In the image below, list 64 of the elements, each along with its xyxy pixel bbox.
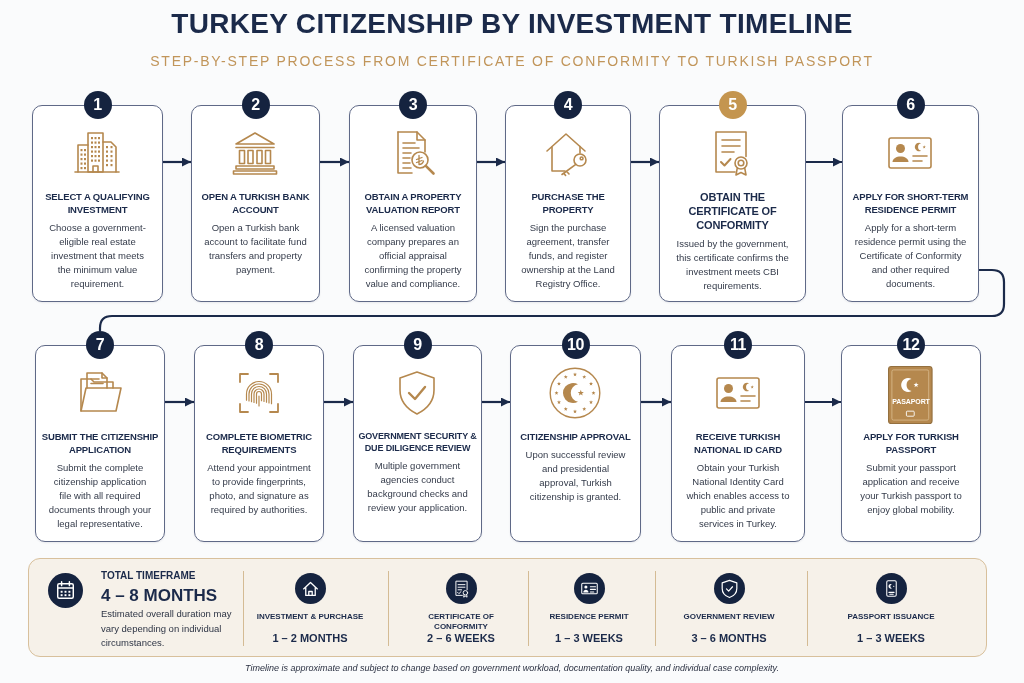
step-title: PURCHASE THE PROPERTY bbox=[530, 190, 606, 216]
phase-label: CERTIFICATE OF CONFORMITY bbox=[427, 612, 495, 631]
note-text: Estimated overall duration may vary depending on individual circumstances. bbox=[101, 607, 233, 650]
arrow bbox=[806, 157, 842, 167]
step-title: APPLY FOR TURKISH PASSPORT bbox=[862, 430, 960, 456]
arrow bbox=[165, 397, 194, 407]
step-title: GOVERNMENT SECURITY & DUE DILIGENCE REVIEW bbox=[358, 430, 477, 454]
step-title: OBTAIN A PROPERTY VALUATION REPORT bbox=[363, 190, 463, 216]
step-number-badge: 5 bbox=[718, 91, 747, 119]
step-number-badge: 4 bbox=[554, 91, 582, 119]
step-number-badge: 2 bbox=[241, 91, 270, 119]
title: TURKEY CITIZENSHIP BY INVESTMENT TIMELINE bbox=[171, 8, 853, 40]
step-description: Submit the complete citizenship application file with all required documents through your legal representative. bbox=[47, 461, 153, 531]
arrow bbox=[324, 397, 353, 407]
step-description: Choose a government-eligible real estate investment that meets the minimum value requirement. bbox=[48, 221, 147, 291]
phase-label: PASSPORT ISSUANCE bbox=[847, 612, 935, 622]
step-description: Apply for a short-term residence permit using the Certificate of Conformity and other required documents. bbox=[854, 221, 967, 291]
phase-duration: 1 – 2 MONTHS bbox=[272, 631, 348, 645]
phase-label: GOVERNMENT REVIEW bbox=[683, 612, 775, 622]
step-number-badge: 9 bbox=[403, 331, 432, 359]
phase-duration: 1 – 3 WEEKS bbox=[555, 631, 623, 645]
step-number-badge: 7 bbox=[86, 331, 114, 359]
arrow bbox=[482, 397, 510, 407]
arrow bbox=[163, 157, 191, 167]
arrow bbox=[320, 157, 349, 167]
step-title: SUBMIT THE CITIZENSHIP APPLICATION bbox=[40, 430, 160, 456]
step-number-badge: 12 bbox=[897, 331, 925, 359]
arrow bbox=[641, 397, 671, 407]
arrow bbox=[477, 157, 505, 167]
step-description: A licensed valuation company prepares an official appraisal confirming the property value and compliance. bbox=[363, 221, 463, 291]
step-description: Issued by the government, this certificate confirms the investment meets CBI requirements. bbox=[675, 237, 790, 293]
step-number-badge: 1 bbox=[83, 91, 112, 119]
arrow bbox=[631, 157, 659, 167]
step-description: Attend your appointment to provide fingerprints, photo, and signature as required by authorities. bbox=[206, 461, 312, 517]
step-title: RECEIVE TURKISH NATIONAL ID CARD bbox=[693, 430, 783, 456]
footnote: Timeline is approximate and subject to change based on government workload, documentation quality, and individual case complexity. bbox=[245, 662, 779, 674]
step-title: OBTAIN THE CERTIFICATE OF CONFORMITY bbox=[687, 190, 778, 232]
timeframe-panel bbox=[28, 558, 987, 657]
phase-label: INVESTMENT & PURCHASE bbox=[256, 612, 364, 622]
step-title: OPEN A TURKISH BANK ACCOUNT bbox=[200, 190, 311, 216]
step-description: Sign the purchase agreement, transfer funds, and register ownership at the Land Registry Office. bbox=[520, 221, 616, 291]
phase-duration: 2 – 6 WEEKS bbox=[427, 631, 495, 645]
step-number-badge: 8 bbox=[245, 331, 273, 359]
step-number-badge: 10 bbox=[561, 331, 590, 359]
step-description: Obtain your Turkish National Identity Card which enables access to public and private services in Turkey. bbox=[685, 461, 791, 531]
step-title: COMPLETE BIOMETRIC REQUIREMENTS bbox=[205, 430, 313, 456]
arrow bbox=[805, 397, 841, 407]
step-number-badge: 11 bbox=[724, 331, 752, 359]
connector-line bbox=[98, 268, 1006, 332]
phase-duration: 1 – 3 WEEKS bbox=[857, 631, 925, 645]
step-number-badge: 6 bbox=[896, 91, 925, 119]
total-duration: 4 – 8 MONTHS bbox=[101, 586, 218, 606]
subtitle: STEP-BY-STEP PROCESS FROM CERTIFICATE OF CONFORMITY TO TURKISH PASSPORT bbox=[150, 52, 874, 70]
step-description: Upon successful review and presidential approval, Turkish citizenship is granted. bbox=[524, 448, 627, 504]
step-title: CITIZENSHIP APPROVAL bbox=[520, 430, 631, 443]
step-description: Submit your passport application and receive your Turkish passport to enjoy global mobility. bbox=[859, 461, 963, 517]
step-description: Multiple government agencies conduct background checks and review your application. bbox=[366, 459, 469, 515]
phase-duration: 3 – 6 MONTHS bbox=[691, 631, 767, 645]
step-title: SELECT A QUALIFYING INVESTMENT bbox=[44, 190, 151, 216]
step-description: Open a Turkish bank account to facilitate fund transfers and property payment. bbox=[203, 221, 308, 277]
step-number-badge: 3 bbox=[399, 91, 427, 119]
step-title: APPLY FOR SHORT-TERM RESIDENCE PERMIT bbox=[851, 190, 970, 216]
phase-label: RESIDENCE PERMIT bbox=[549, 612, 629, 622]
section-heading: TOTAL TIMEFRAME bbox=[101, 570, 196, 582]
